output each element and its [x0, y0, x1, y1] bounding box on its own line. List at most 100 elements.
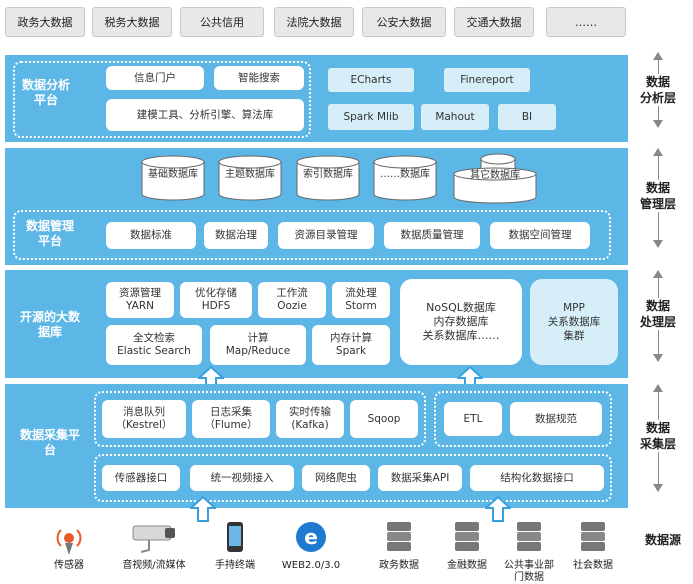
- category-court[interactable]: 法院大数据: [274, 7, 354, 37]
- category-credit[interactable]: 公共信用: [180, 7, 264, 37]
- source-handheld: 手持终端: [200, 518, 270, 572]
- source-government: 政务数据: [364, 518, 434, 572]
- layer-analysis-label1: 数据: [645, 75, 670, 89]
- source-sensor-label: 传感器: [54, 560, 84, 571]
- source-sensor: 传感器: [34, 518, 104, 572]
- kestrel-box-line1: 消息队列: [123, 406, 165, 418]
- database-icon: [141, 155, 205, 201]
- hdfs-box-line2: HDFS: [201, 300, 231, 312]
- arrow-up-icon: [653, 148, 663, 156]
- structured-interface-box[interactable]: 结构化数据接口: [470, 465, 604, 491]
- storm-box-line2: Storm: [345, 300, 377, 312]
- layer-management: 数据 管理层: [635, 148, 681, 266]
- source-public-utility: 公共事业部门数据: [494, 518, 564, 584]
- kestrel-box[interactable]: 消息队列（Kestrel）: [102, 400, 186, 438]
- interface-frame: [94, 454, 612, 502]
- yarn-box-line1: 资源管理: [119, 287, 161, 299]
- source-public-utility-label: 公共事业部门数据: [504, 560, 554, 583]
- management-platform-title: 数据管理平台: [26, 219, 75, 248]
- mapreduce-box-line1: 计算: [247, 332, 269, 344]
- database-stack-icon: [453, 153, 537, 204]
- category-police[interactable]: 公安大数据: [362, 7, 446, 37]
- video-interface-box[interactable]: 统一视频接入: [190, 465, 294, 491]
- source-handheld-label: 手持终端: [215, 560, 255, 571]
- other-database-label: 其它数据库: [470, 170, 520, 181]
- echarts-box[interactable]: ECharts: [328, 68, 414, 92]
- source-web: e WEB2.0/3.0: [276, 518, 346, 572]
- spark-box-line2: Spark: [335, 345, 367, 357]
- source-video: 音视频/流媒体: [112, 518, 196, 572]
- data-norm-box[interactable]: 数据规范: [510, 402, 602, 436]
- management-platform-frame: [13, 210, 611, 260]
- flume-box[interactable]: 日志采集（Flume）: [192, 400, 270, 438]
- server-icon: [387, 522, 411, 551]
- database-icon: [373, 155, 437, 201]
- layer-analysis-label2: 分析层: [639, 91, 676, 105]
- topic-database-cylinder: 主题数据库: [218, 155, 282, 201]
- layer-analysis: 数据 分析层: [635, 52, 681, 144]
- bi-box[interactable]: BI: [498, 104, 556, 130]
- sensor-interface-box[interactable]: 传感器接口: [102, 465, 180, 491]
- mahout-box[interactable]: Mahout: [421, 104, 489, 130]
- nosql-box-line1: NoSQL数据库: [426, 301, 496, 314]
- spark-box-line1: 内存计算: [330, 332, 372, 344]
- data-standard-box[interactable]: 数据标准: [106, 222, 196, 249]
- info-portal-box[interactable]: 信息门户: [106, 66, 204, 90]
- modeling-tools-box[interactable]: 建模工具、分析引擎、算法库: [106, 99, 304, 131]
- server-icon: [517, 522, 541, 551]
- mpp-box-line1: MPP: [563, 302, 585, 314]
- arrow-down-icon: [653, 240, 663, 248]
- arrow-up-icon: [653, 270, 663, 278]
- resource-catalog-box[interactable]: 资源目录管理: [278, 222, 374, 249]
- etl-box[interactable]: ETL: [444, 402, 502, 436]
- layer-processing-label1: 数据: [645, 299, 670, 313]
- source-web-label: WEB2.0/3.0: [281, 560, 341, 571]
- etl-frame: [434, 391, 612, 447]
- source-social: 社会数据: [558, 518, 628, 572]
- arrow-down-icon: [653, 484, 663, 492]
- other-database-cylinder: 其它数据库: [453, 152, 537, 204]
- layer-source-label: 数据源: [644, 533, 681, 547]
- up-arrow-icon: [190, 496, 216, 522]
- kafka-box[interactable]: 实时传输(Kafka): [276, 400, 344, 438]
- oozie-box-line1: 工作流: [276, 287, 308, 299]
- analysis-platform-frame: [13, 61, 311, 138]
- category-gov[interactable]: 政务大数据: [5, 7, 85, 37]
- collection-api-box[interactable]: 数据采集API: [378, 465, 462, 491]
- topic-database-label: 主题数据库: [225, 169, 275, 180]
- database-icon: [296, 155, 360, 201]
- source-video-label: 音视频/流媒体: [122, 560, 186, 571]
- kafka-box-line2: (Kafka): [291, 419, 329, 431]
- source-social-label: 社会数据: [573, 560, 613, 571]
- data-governance-box[interactable]: 数据治理: [204, 222, 268, 249]
- smart-search-box[interactable]: 智能搜索: [214, 66, 304, 90]
- sqoop-box[interactable]: Sqoop: [350, 400, 418, 438]
- data-quality-box[interactable]: 数据质量管理: [384, 222, 480, 249]
- nosql-box[interactable]: NoSQL数据库内存数据库关系数据库……: [400, 279, 522, 365]
- layer-collection: 数据 采集层: [635, 384, 681, 508]
- flume-box-line2: （Flume）: [204, 419, 258, 431]
- category-more[interactable]: ……: [546, 7, 626, 37]
- sensor-icon: [56, 529, 82, 555]
- up-arrow-icon: [485, 496, 511, 522]
- spark-mlib-box[interactable]: Spark Mlib: [328, 104, 414, 130]
- finereport-box[interactable]: Finereport: [444, 68, 530, 92]
- source-finance: 金融数据: [432, 518, 502, 572]
- storm-box-line1: 流处理: [345, 287, 377, 299]
- category-traffic[interactable]: 交通大数据: [454, 7, 534, 37]
- data-spatial-box[interactable]: 数据空间管理: [490, 222, 590, 249]
- category-tax[interactable]: 税务大数据: [92, 7, 172, 37]
- source-government-label: 政务数据: [379, 560, 419, 571]
- arrow-down-icon: [653, 120, 663, 128]
- crawler-box[interactable]: 网络爬虫: [302, 465, 370, 491]
- phone-icon: [227, 522, 243, 552]
- analysis-platform-title: 数据分析平台: [22, 78, 71, 107]
